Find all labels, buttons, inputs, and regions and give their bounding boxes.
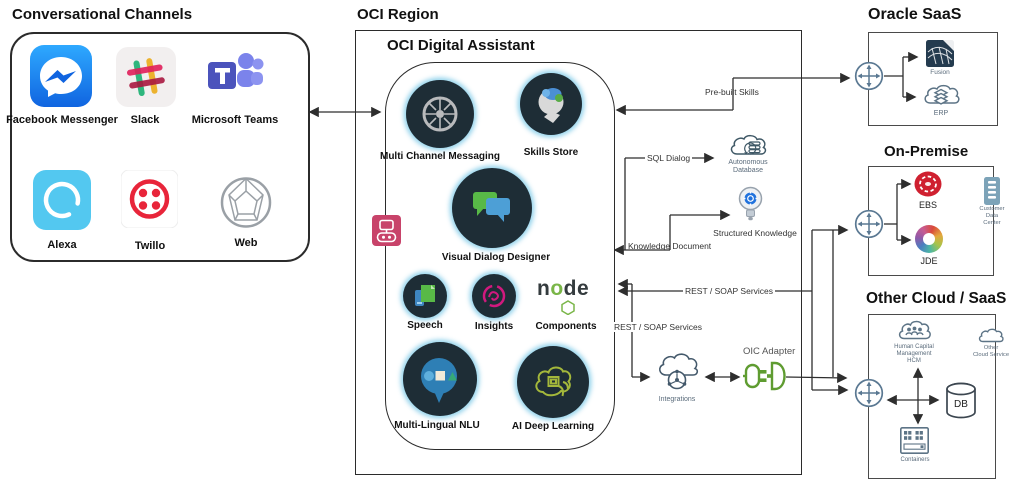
other-cloud-saas-title: Other Cloud / SaaS (866, 290, 1007, 307)
alexa-icon (33, 170, 91, 230)
channel-label: Facebook Messenger (6, 114, 118, 126)
rest-soap-services-label: REST / SOAP Services (683, 286, 776, 296)
microsoft-teams-icon (208, 53, 264, 89)
oic-adapter-label: OIC Adapter (743, 346, 796, 357)
node-hexagon-icon (561, 300, 575, 315)
web-globe-icon (220, 177, 272, 228)
structured-knowledge-icon (738, 186, 763, 221)
digital-assistant-icon (372, 215, 401, 246)
knowledge-document-label: Knowledge Document (628, 241, 712, 251)
integrations-icon (659, 353, 699, 390)
pre-built-skills-label: Pre-built Skills (705, 87, 759, 97)
hcm-icon (898, 320, 931, 340)
containers-label: Containers (900, 457, 930, 463)
router-icon (854, 378, 884, 408)
twilio-icon (121, 170, 178, 228)
on-premise-title: On-Premise (884, 143, 969, 160)
db-label: DB (954, 399, 968, 410)
multi-lingual-nlu-icon (403, 342, 477, 416)
autonomous-database-label: Autonomous Database (728, 159, 768, 175)
channel-label: Web (234, 237, 258, 249)
sql-dialog-label: SQL Dialog (645, 153, 693, 163)
erp-label: ERP (933, 110, 949, 117)
channel-label: Alexa (47, 239, 77, 251)
facebook-messenger-icon (30, 45, 92, 107)
oci-digital-assistant-title: OCI Digital Assistant (387, 37, 535, 54)
module-label: Insights (474, 321, 514, 332)
other-cloud-service-icon (978, 328, 1004, 343)
oracle-saas-title: Oracle SaaS (868, 6, 962, 23)
node-letter-n: n (537, 277, 551, 300)
oci-region-title: OCI Region (357, 6, 439, 23)
ebs-icon (914, 171, 942, 197)
oic-adapter-icon (743, 361, 786, 391)
ai-deep-learning-icon (517, 346, 589, 418)
other-cloud-service-label: Other Cloud Service (972, 345, 1010, 358)
db-icon (946, 382, 976, 419)
nodejs-logo: node (537, 277, 589, 301)
customer-data-center-label: Customer Data Center (979, 206, 1005, 226)
speech-icon (403, 274, 447, 318)
module-label: Visual Dialog Designer (441, 252, 551, 263)
module-label: Components (535, 321, 597, 332)
jde-label: JDE (920, 256, 938, 266)
ebs-label: EBS (918, 200, 937, 210)
module-label: Speech (407, 320, 443, 331)
node-letter-o: o (550, 277, 564, 300)
channel-label: Twillo (134, 240, 166, 252)
router-icon (854, 61, 884, 91)
jde-icon (915, 225, 943, 253)
autonomous-database-icon (730, 134, 767, 155)
skills-store-icon (520, 73, 582, 135)
insights-icon (472, 274, 516, 318)
visual-dialog-designer-icon (452, 168, 532, 248)
integrations-label: Integrations (658, 396, 696, 403)
module-label: Multi-Lingual NLU (394, 420, 480, 431)
fusion-label: Fusion (930, 69, 950, 76)
channel-label: Slack (130, 114, 160, 126)
module-label: AI Deep Learning (511, 421, 595, 432)
conversational-channels-title: Conversational Channels (12, 6, 193, 23)
channel-label: Microsoft Teams (191, 114, 279, 126)
module-label: Multi Channel Messaging (379, 151, 500, 162)
slack-icon (116, 47, 176, 107)
router-icon (854, 209, 884, 239)
fusion-icon (926, 40, 954, 67)
conversational-channels-box (10, 32, 310, 262)
structured-knowledge-label: Structured Knowledge (713, 228, 797, 238)
erp-icon (924, 84, 960, 105)
hcm-label: Human Capital Management HCM (894, 344, 934, 365)
containers-icon (900, 427, 929, 454)
oci-region-box (355, 30, 802, 475)
customer-data-center-icon (984, 177, 1000, 205)
node-letters-de: de (563, 277, 590, 300)
module-label: Skills Store (523, 147, 579, 158)
rest-soap-services-label: REST / SOAP Services (612, 322, 705, 332)
multi-channel-messaging-icon (406, 80, 474, 148)
